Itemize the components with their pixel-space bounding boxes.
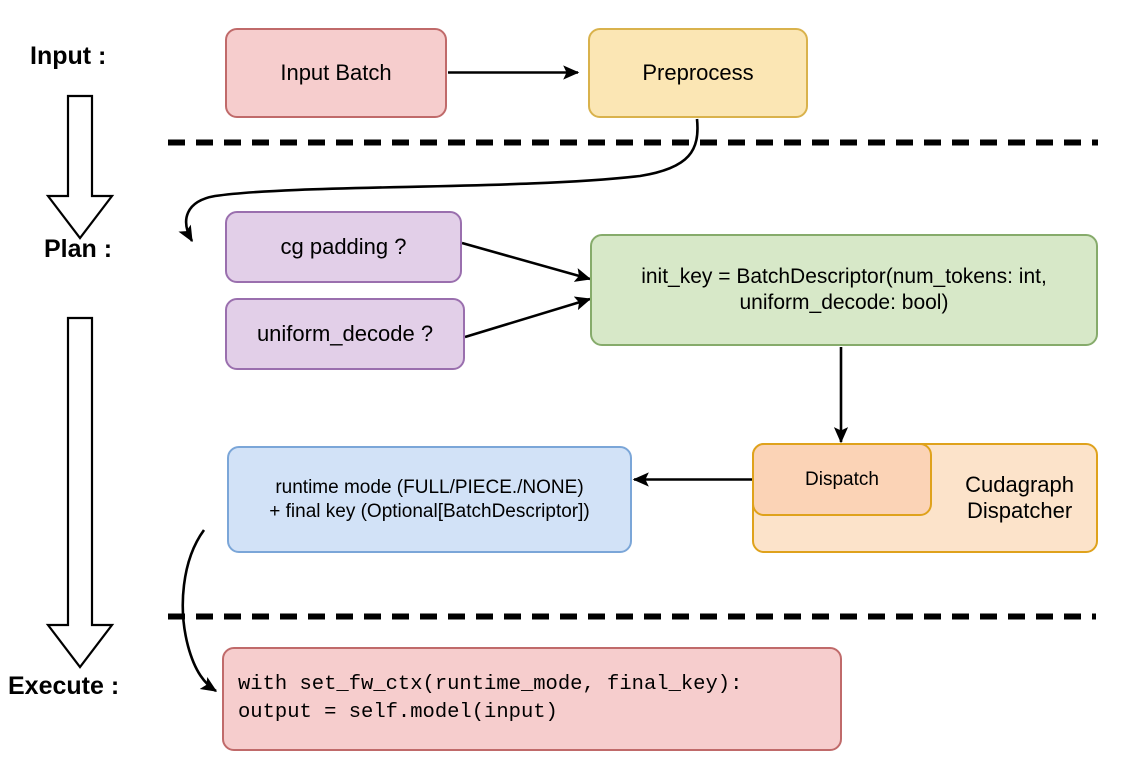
node-cudagraph-dispatcher-label: Cudagraph Dispatcher: [965, 471, 1074, 523]
node-dispatch-label: Dispatch: [805, 468, 879, 490]
node-execute-code-label: with set_fw_ctx(runtime_mode, final_key)…: [238, 673, 743, 724]
node-init-key[interactable]: init_key = BatchDescriptor(num_tokens: i…: [590, 234, 1098, 346]
node-preprocess[interactable]: Preprocess: [588, 28, 808, 118]
stage-label-input: Input :: [30, 42, 107, 70]
node-cg-padding[interactable]: cg padding ?: [225, 211, 462, 283]
node-uniform-decode-label: uniform_decode ?: [256, 320, 434, 346]
input-to-plan-block-arrow: [45, 94, 115, 240]
stage-label-plan: Plan :: [44, 235, 113, 263]
node-preprocess-label: Preprocess: [642, 59, 754, 85]
node-uniform-decode[interactable]: uniform_decode ?: [225, 298, 465, 370]
edge-runtime-mode-to-execute-code: [181, 529, 218, 693]
node-input-batch-label: Input Batch: [280, 59, 392, 85]
node-init-key-label: init_key = BatchDescriptor(num_tokens: i…: [641, 265, 1047, 314]
stage-label-execute: Execute :: [8, 672, 120, 700]
node-input-batch[interactable]: Input Batch: [225, 28, 447, 118]
node-cg-padding-label: cg padding ?: [280, 233, 407, 259]
node-runtime-mode-label: runtime mode (FULL/PIECE./NONE) + final …: [269, 477, 590, 522]
node-dispatch[interactable]: Dispatch: [752, 443, 932, 516]
plan-to-execute-block-arrow: [45, 316, 115, 669]
edge-uniform-decode-to-init-key: [464, 296, 592, 339]
node-runtime-mode[interactable]: runtime mode (FULL/PIECE./NONE) + final …: [227, 446, 632, 553]
edge-cg-padding-to-init-key: [461, 241, 592, 282]
node-execute-code[interactable]: with set_fw_ctx(runtime_mode, final_key)…: [222, 647, 842, 751]
